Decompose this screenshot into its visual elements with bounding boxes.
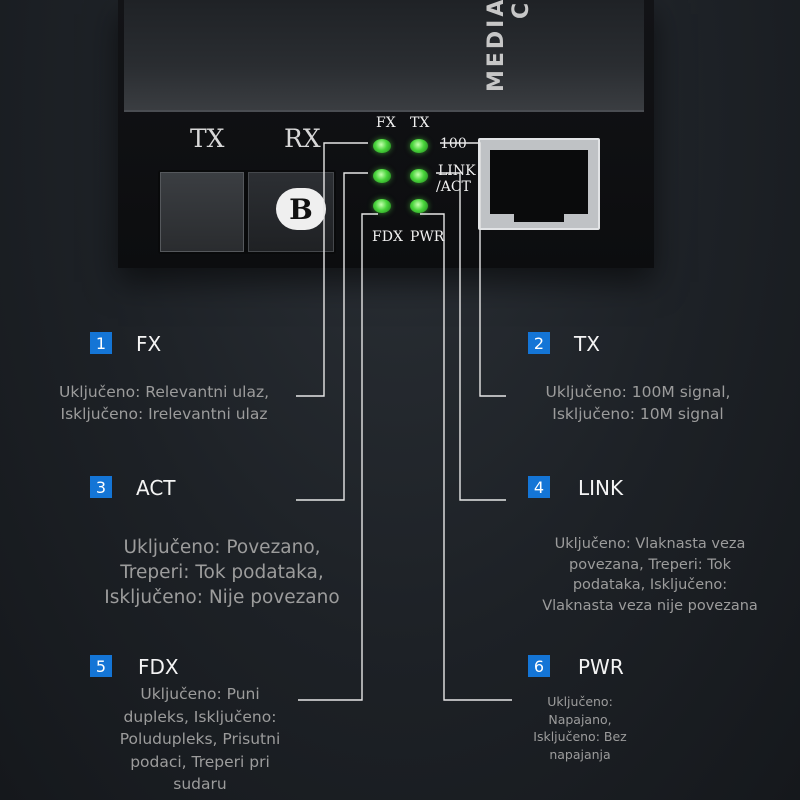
callout-1-description: Uključeno: Relevantni ulaz, Isključeno: …	[58, 383, 270, 423]
leader-line-pwr	[420, 213, 512, 701]
callout-4-description: Uključeno: Vlaknasta veza povezana, Trep…	[542, 536, 758, 614]
led-label-link: LINK	[438, 163, 476, 179]
connector-type-badge: B	[276, 188, 326, 230]
led-label-pwr: PWR	[410, 229, 445, 245]
rj45-port-opening	[490, 150, 588, 214]
led-label-fdx: FDX	[372, 229, 403, 245]
led-fx	[373, 139, 391, 153]
callout-2-number-badge: 2	[528, 332, 550, 354]
callout-2-description: Uključeno: 100M signal, Isključeno: 10M …	[545, 383, 731, 423]
led-link	[410, 169, 428, 183]
leader-line-act	[296, 172, 368, 501]
led-fdx	[373, 199, 391, 213]
rj45-port-latch-slot	[514, 210, 564, 222]
callout-1-number-badge: 1	[90, 332, 112, 354]
callout-5-title: FDX	[138, 655, 179, 679]
led-label-tx: TX	[410, 115, 430, 131]
fiber-rx-label: RX	[284, 124, 321, 153]
callout-2-title: TX	[574, 332, 600, 356]
callout-6-description: Uključeno: Napajano, Isključeno: Bez nap…	[533, 694, 627, 762]
callout-1-title: FX	[136, 332, 162, 356]
callout-6-number-badge: 6	[528, 655, 550, 677]
leader-line-fx	[296, 142, 368, 397]
fiber-tx-label: TX	[190, 124, 225, 153]
callout-3-title: ACT	[136, 476, 176, 500]
led-tx	[410, 139, 428, 153]
led-label-fx: FX	[376, 115, 396, 131]
leader-line-tx	[440, 142, 506, 397]
callout-5-description: Uključeno: Puni dupleks, Isključeno: Pol…	[119, 685, 281, 793]
led-pwr	[410, 199, 428, 213]
led-act	[373, 169, 391, 183]
callout-6-title: PWR	[578, 655, 624, 679]
sc-port-tx-slot	[160, 172, 244, 252]
callout-4-number-badge: 4	[528, 476, 550, 498]
media-converter-top-panel	[124, 0, 644, 112]
callout-5-number-badge: 5	[90, 655, 112, 677]
leader-line-fdx	[298, 213, 378, 701]
callout-3-description: Uključeno: Povezano, Treperi: Tok podata…	[104, 537, 340, 608]
callout-4-title: LINK	[578, 476, 624, 500]
callout-3-number-badge: 3	[90, 476, 112, 498]
led-label-100: 100	[440, 136, 467, 152]
leader-line-link	[436, 172, 506, 501]
led-label-act: /ACT	[436, 179, 471, 195]
